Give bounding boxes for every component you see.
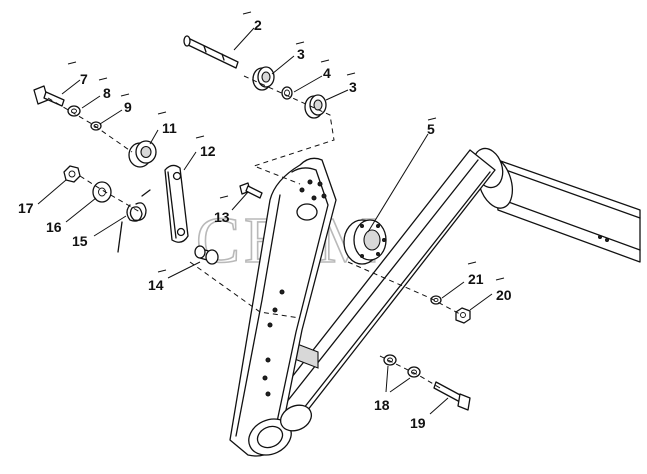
- bushing-part-14: [194, 245, 219, 265]
- callout-21: 21: [468, 271, 484, 287]
- washer-part-16: [92, 181, 112, 203]
- link-plate-part-12: [164, 164, 189, 243]
- screw-part-13: [239, 182, 263, 199]
- callout-3-upper: 3: [297, 46, 305, 62]
- callout-9: 9: [124, 99, 132, 115]
- callout-7: 7: [80, 71, 88, 87]
- callout-numbers: 2 3 4 3 5 7 8 9 11 12 13 14 15 16 17 18 …: [18, 17, 512, 431]
- callout-16: 16: [46, 219, 62, 235]
- callout-12: 12: [200, 143, 216, 159]
- roller-part-11: [128, 140, 157, 168]
- nut-part-17: [63, 165, 81, 183]
- leader-lines: [37, 27, 493, 415]
- washer-part-8: [67, 105, 81, 117]
- spacer-part-4: [281, 86, 293, 100]
- callout-11: 11: [162, 120, 177, 136]
- pulley-hub-part-5: [343, 219, 387, 265]
- pin-part-2: [183, 35, 239, 69]
- cross-shaft: [472, 147, 641, 263]
- callout-19: 19: [410, 415, 426, 431]
- callout-5: 5: [427, 121, 435, 137]
- assembly-center-lines: [47, 75, 461, 389]
- bushing-part-3-lower: [304, 94, 327, 119]
- bushing-part-3-upper: [252, 66, 275, 91]
- callout-8: 8: [103, 85, 111, 101]
- lever-plate: [229, 157, 337, 457]
- callout-14: 14: [148, 277, 164, 293]
- bolt-part-7: [33, 85, 65, 107]
- washer-part-9: [90, 121, 102, 131]
- callout-ticks: [67, 11, 505, 281]
- spring-part-15: [117, 189, 151, 253]
- callout-18: 18: [374, 397, 390, 413]
- nut-part-20: [455, 307, 471, 324]
- bolt-part-19: [433, 381, 471, 411]
- callout-15: 15: [72, 233, 88, 249]
- washer-part-21: [430, 295, 442, 305]
- washers-part-18: [383, 354, 421, 378]
- callout-2: 2: [254, 17, 262, 33]
- callout-4: 4: [323, 65, 331, 81]
- callout-3-lower: 3: [349, 79, 357, 95]
- callout-20: 20: [496, 287, 512, 303]
- callout-17: 17: [18, 200, 34, 216]
- callout-13: 13: [214, 209, 230, 225]
